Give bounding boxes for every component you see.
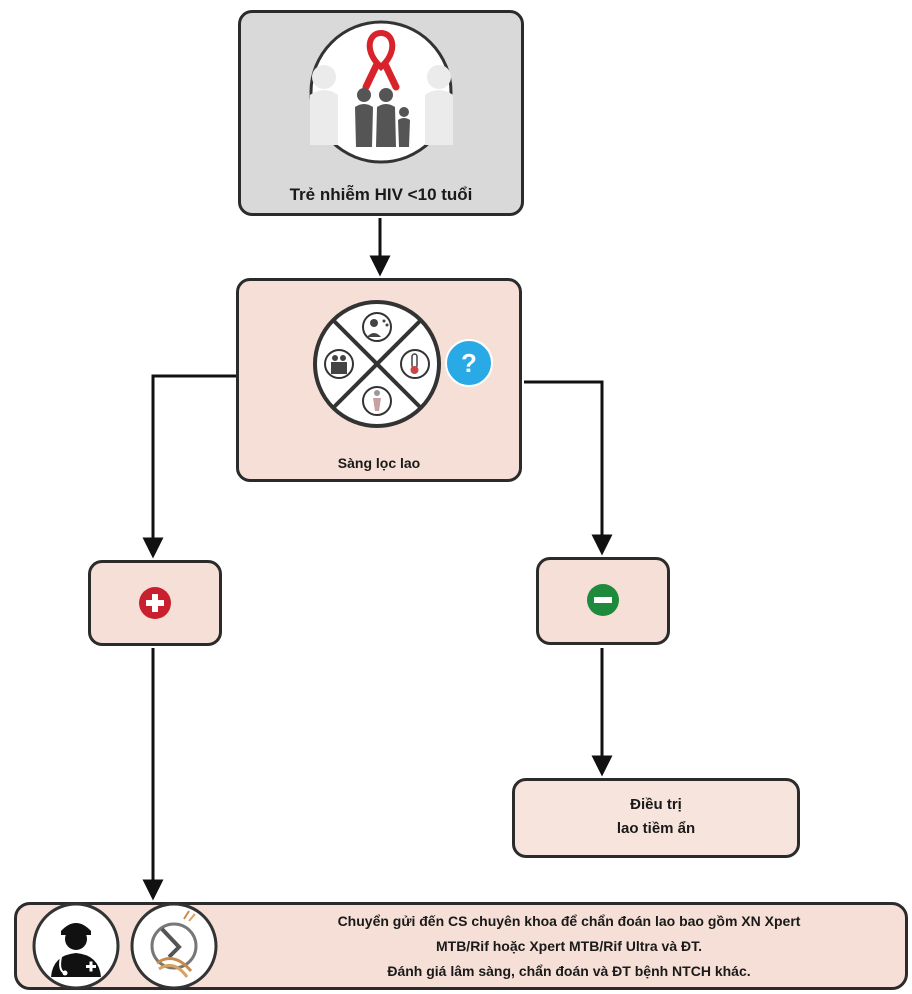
screening-node: ? Sàng lọc lao <box>236 278 522 482</box>
fever-thermometer-icon <box>400 349 430 379</box>
negative-node <box>536 557 670 645</box>
family-icon <box>355 88 410 147</box>
referral-line-2: MTB/Rif hoặc Xpert MTB/Rif Ultra và ĐT. <box>435 938 703 954</box>
treatment-line-1: Điều trị <box>630 796 682 813</box>
start-label: Trẻ nhiễm HIV <10 tuổi <box>289 185 473 204</box>
treatment-node: Điều trị lao tiềm ẩn <box>512 778 800 858</box>
referral-text: Chuyển gửi đến CS chuyên khoa để chẩn đo… <box>247 909 891 984</box>
negative-result-icon <box>587 584 619 616</box>
screening-wheel <box>313 300 441 428</box>
treatment-text: Điều trị lao tiềm ẩn <box>515 793 797 841</box>
screening-label: Sàng lọc lao <box>337 455 421 471</box>
contact-icon <box>324 349 354 379</box>
doctor-icon <box>32 902 120 990</box>
weight-loss-icon <box>362 386 392 416</box>
red-ribbon-icon <box>362 29 400 91</box>
referral-line-1: Chuyển gửi đến CS chuyên khoa để chẩn đo… <box>337 913 801 929</box>
lab-test-icon <box>130 902 218 990</box>
positive-node <box>88 560 222 646</box>
background-family-icon <box>310 65 453 145</box>
cough-icon <box>362 312 392 342</box>
question-icon: ? <box>445 339 493 387</box>
referral-line-3: Đánh giá lâm sàng, chẩn đoán và ĐT bệnh … <box>387 963 751 979</box>
referral-node: Chuyển gửi đến CS chuyên khoa để chẩn đo… <box>14 902 908 990</box>
hiv-family-emblem <box>309 20 453 164</box>
treatment-line-2: lao tiềm ẩn <box>616 820 696 837</box>
svg-text:?: ? <box>461 348 477 378</box>
arrow-screening-to-negative <box>524 380 613 556</box>
arrow-screening-to-positive <box>142 374 238 559</box>
positive-result-icon <box>139 587 171 619</box>
start-node: Trẻ nhiễm HIV <10 tuổi <box>238 10 524 216</box>
